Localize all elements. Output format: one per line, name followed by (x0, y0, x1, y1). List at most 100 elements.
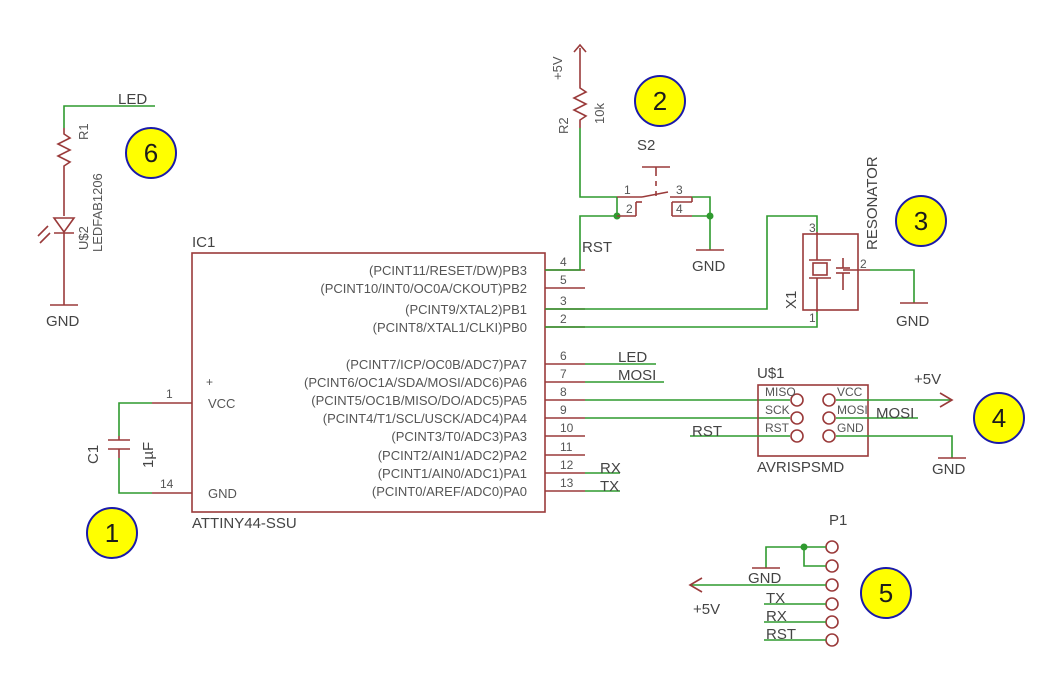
ic1-pin-label: (PCINT6/OC1A/SDA/MOSI/ADC6)PA6 (304, 375, 527, 390)
ic1-pin-label: (PCINT10/INT0/OC0A/CKOUT)PB2 (320, 281, 527, 296)
p1-name: P1 (829, 512, 847, 529)
r2-vcc-label: +5V (550, 56, 565, 80)
badge-3: 3 (895, 195, 947, 247)
badge-2: 2 (634, 75, 686, 127)
isp-pin-mosi: MOSI (837, 403, 868, 417)
svg-text:4: 4 (992, 403, 1006, 433)
x1-gnd-wire (870, 269, 915, 303)
isp-vcc-label: +5V (914, 371, 941, 388)
led-name: U$2 (76, 226, 91, 250)
c1: C1 1µF (85, 402, 157, 494)
led-diode-symbol (52, 217, 76, 234)
ic1-pin-label: (PCINT2/AIN1/ADC2)PA2 (378, 448, 527, 463)
badge-6: 6 (125, 127, 177, 179)
x1-wire-pb1 (545, 215, 818, 310)
p1-rx-label: RX (766, 608, 787, 625)
isp-pin-vcc: VCC (837, 385, 863, 399)
led-gnd-label: GND (46, 313, 80, 330)
ic1-name: IC1 (192, 234, 215, 251)
c1-name: C1 (85, 445, 102, 464)
s2-contact (641, 191, 669, 198)
p1-tx-label: TX (766, 590, 785, 607)
s2-pin3: 3 (676, 183, 683, 197)
ic1-pin-number: 6 (560, 349, 567, 363)
ic1-pin-number: 5 (560, 273, 567, 287)
s2-pin1: 1 (624, 183, 631, 197)
isp-gnd-wire (836, 435, 953, 458)
ic1-pin-label: (PCINT4/T1/SCL/USCK/ADC4)PA4 (323, 411, 527, 426)
ic1-pin-number: 8 (560, 385, 567, 399)
svg-text:1: 1 (105, 518, 119, 548)
led-net-label: LED (118, 91, 147, 108)
isp-header: U$1 AVRISPSMD MISO VCC SCK MOSI RST GND … (690, 365, 966, 478)
svg-text:2: 2 (653, 86, 667, 116)
p1-vcc-label: +5V (693, 601, 720, 618)
ic1-pin-number: 11 (560, 440, 573, 454)
x1-wire-pb0 (545, 312, 818, 328)
ic1-pin-gnd-label: GND (208, 486, 237, 501)
badges: 1 2 3 4 5 6 (86, 75, 1025, 619)
pa0-net-label: TX (600, 478, 619, 495)
x1-value: RESONATOR (864, 156, 881, 250)
led-emit-arrow-1 (37, 225, 49, 237)
rst-net-label: RST (582, 239, 612, 256)
x1-resonator: 3 2 1 X1 RESONATOR GND (545, 156, 930, 330)
s2-gnd-wire (692, 196, 711, 250)
isp-gnd-label: GND (932, 461, 966, 478)
r2-resistor (572, 82, 588, 128)
pa7-net-label: LED (618, 349, 647, 366)
s2-pin2: 2 (626, 202, 633, 216)
s2-pin4: 4 (676, 202, 683, 216)
led-emit-arrow-2 (39, 232, 51, 244)
ic1-pin-number: 12 (560, 458, 574, 472)
ic1-pin-number: 13 (560, 476, 574, 490)
ic1-pin-number: 4 (560, 255, 567, 269)
ic1-pin-number: 7 (560, 367, 567, 381)
svg-text:3: 3 (914, 206, 928, 236)
ic1-plus-mark: + (206, 375, 213, 389)
r2-vcc-arrow (573, 43, 587, 53)
ic1-pin-label: (PCINT7/ICP/OC0B/ADC7)PA7 (346, 357, 527, 372)
ic1-pin-number: 10 (560, 421, 574, 435)
ic1-pin-number: 9 (560, 403, 567, 417)
isp-body (757, 384, 869, 457)
ic1-right-pins: (PCINT11/RESET/DW)PB3 4 (PCINT10/INT0/OC0A… (304, 255, 585, 499)
r2-wire (579, 128, 617, 198)
ic1-pin-label: (PCINT3/T0/ADC3)PA3 (391, 429, 527, 444)
ic1-pin-vcc-num: 1 (166, 387, 173, 401)
isp-pin-gnd: GND (837, 421, 864, 435)
isp-pin-rst: RST (765, 421, 790, 435)
isp-vcc-arrow (939, 392, 954, 408)
badge-4: 4 (973, 392, 1025, 444)
c1-wire-top (118, 402, 152, 436)
x1-body (802, 233, 859, 311)
ic1-pin-label: (PCINT11/RESET/DW)PB3 (369, 263, 527, 278)
isp-rst-label: RST (692, 423, 722, 440)
pa1-net-label: RX (600, 460, 621, 477)
ic1-pin-label: (PCINT9/XTAL2)PB1 (405, 302, 527, 317)
ftdi-header: P1 GND +5V TX RX RST (688, 512, 847, 647)
isp-pin-miso: MISO (765, 385, 796, 399)
ic1-pin-label: (PCINT8/XTAL1/CLKI)PB0 (373, 320, 527, 335)
isp-mosi-label: MOSI (876, 405, 914, 422)
ic1-pin-label: (PCINT1/AIN0/ADC1)PA1 (378, 466, 527, 481)
r2-name: R2 (556, 117, 571, 134)
badge-5: 5 (860, 567, 912, 619)
c1-wire-bottom (118, 458, 152, 494)
led-circuit: LED R1 U$2 LEDFAB1206 GND (37, 91, 155, 330)
ic1-pin-gnd-num: 14 (160, 477, 174, 491)
x1-gnd-label: GND (896, 313, 930, 330)
c1-value: 1µF (140, 442, 157, 468)
pa6-net-label: MOSI (618, 367, 656, 384)
s2-name: S2 (637, 137, 655, 154)
badge-1: 1 (86, 507, 138, 559)
rst-wire (545, 215, 617, 271)
r1-name: R1 (76, 123, 91, 140)
ic1-nets: LED MOSI RX TX (585, 349, 790, 495)
x1-name: X1 (783, 291, 800, 309)
ic1-value: ATTINY44-SSU (192, 515, 297, 532)
r1-resistor (56, 128, 72, 172)
ic1: IC1 ATTINY44-SSU + (PCINT11/RESET/DW)PB3… (152, 234, 585, 532)
x1-pin2: 2 (860, 257, 867, 271)
